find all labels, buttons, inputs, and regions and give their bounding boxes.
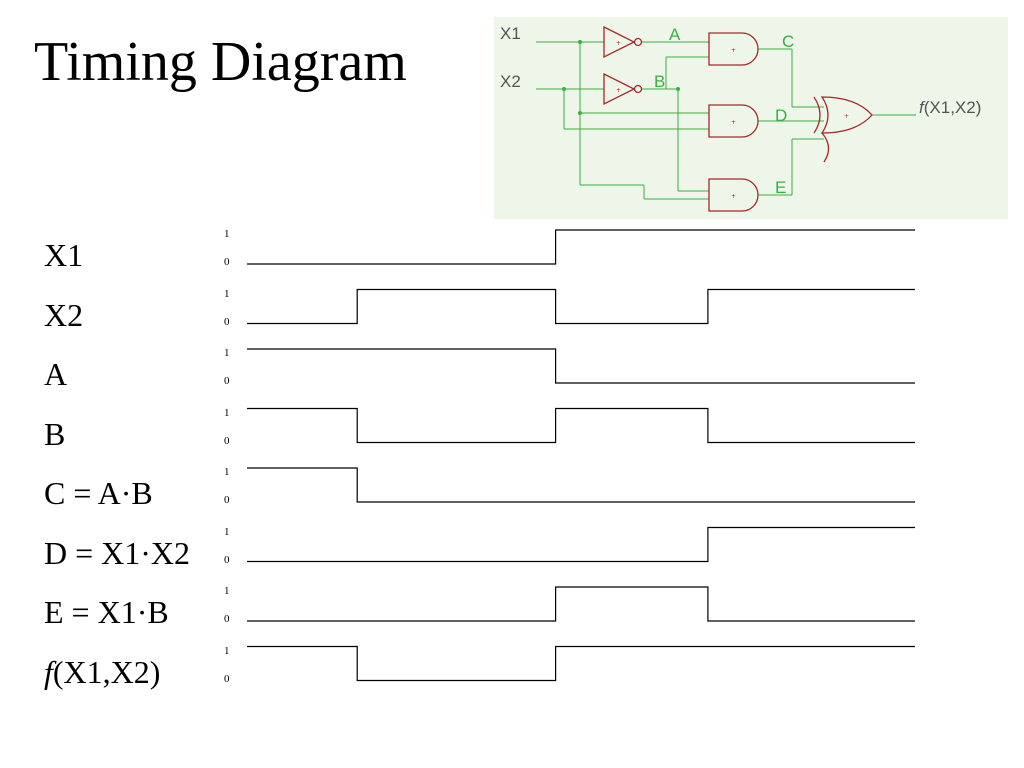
signal-waveform <box>247 348 915 384</box>
signal-waveform <box>247 288 915 325</box>
level-low-label: 0 <box>224 494 230 506</box>
level-low-label: 0 <box>224 315 230 328</box>
signal-label: X2 <box>44 296 84 333</box>
circuit-label-d: D <box>775 106 787 125</box>
circuit-label-a: A <box>669 25 681 44</box>
signal-label: D = X1·X2 <box>44 534 191 571</box>
not-gate-mark: + <box>616 40 621 47</box>
level-low-label: 0 <box>224 672 230 685</box>
circuit-label-x1: X1 <box>500 24 521 43</box>
level-high-label: 1 <box>224 406 230 419</box>
signal-waveform <box>247 526 915 563</box>
circuit-label-e: E <box>775 178 786 197</box>
circuit-gates <box>603 25 873 212</box>
circuit-label-b: B <box>654 72 665 91</box>
signal-waveform <box>247 645 915 682</box>
circuit-label-c: C <box>782 32 794 51</box>
and-gate-mark: + <box>731 119 736 126</box>
signal-label-italic: f <box>44 653 53 690</box>
signal-label: f(X1,X2) <box>44 656 160 688</box>
circuit-wires <box>536 41 916 200</box>
signal-label-rest: (X1,X2) <box>52 653 161 690</box>
signal-label: E = X1·B <box>44 594 169 630</box>
level-high-label: 1 <box>224 525 230 538</box>
level-high-label: 1 <box>224 347 230 359</box>
level-high-label: 1 <box>224 287 230 300</box>
signal-waveform <box>247 467 915 503</box>
level-low-label: 0 <box>224 434 230 447</box>
and-gate-mark: + <box>731 193 736 200</box>
level-high-label: 1 <box>224 644 230 657</box>
signal-waveform <box>247 229 915 265</box>
signal-label: X1 <box>44 237 84 273</box>
signal-label: B <box>44 415 66 452</box>
and-gate-mark: + <box>731 47 736 54</box>
signal-label: C = A·B <box>44 475 153 511</box>
level-low-label: 0 <box>224 256 230 268</box>
level-low-label: 0 <box>224 375 230 387</box>
level-low-label: 0 <box>224 553 230 566</box>
circuit-label-output: f(X1,X2) <box>919 98 981 117</box>
level-low-label: 0 <box>224 613 230 625</box>
signal-waveform <box>247 407 915 444</box>
not-gate-mark: + <box>616 87 621 94</box>
circuit-junctions <box>562 40 680 115</box>
circuit-label-x2: X2 <box>500 72 521 91</box>
or-gate-mark: + <box>844 113 849 120</box>
level-high-label: 1 <box>224 466 230 478</box>
circuit-svg: + + + + + + X1 X2 A B C D E f(X1,X2) <box>500 24 981 212</box>
circuit-gate-marks: + + + + + + <box>616 40 849 200</box>
level-high-label: 1 <box>224 585 230 597</box>
level-high-label: 1 <box>224 228 230 240</box>
signal-label: A <box>44 356 68 392</box>
page-title: Timing Diagram <box>34 31 407 93</box>
logic-circuit-schematic: + + + + + + X1 X2 A B C D E f(X1,X2) <box>494 17 1008 219</box>
signal-waveform <box>247 586 915 622</box>
